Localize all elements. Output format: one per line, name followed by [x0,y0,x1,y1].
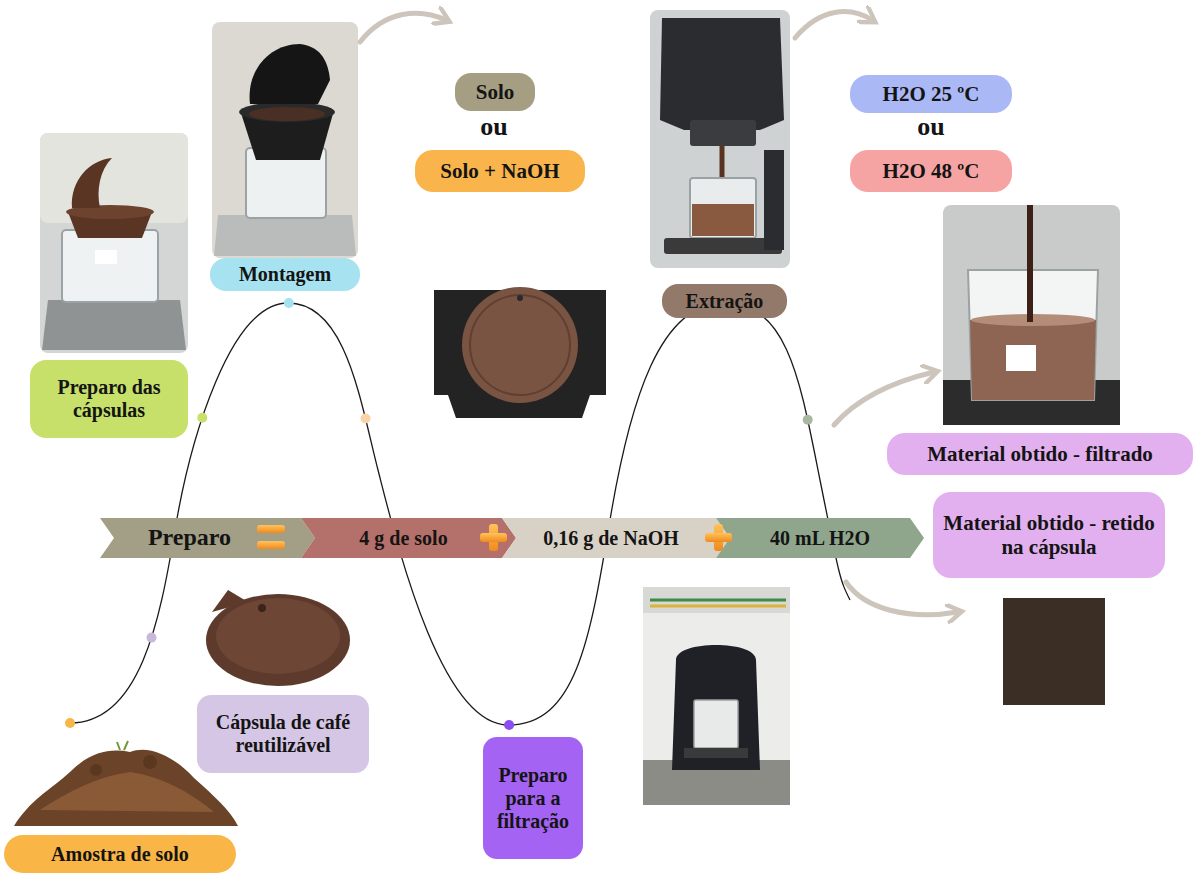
band-chevron: Preparo [100,518,315,558]
chevron-fill [100,518,315,558]
photo-filtrate-beaker [943,205,1120,425]
step-pill: Extração [662,284,787,318]
option-pill: H2O 48 ºC [850,150,1012,192]
result-pill: Material obtido - retido na cápsula [933,492,1165,578]
node-text: 40 mL H2O [770,527,870,550]
retained-material-photo [1003,598,1105,705]
node-text: Preparo [148,524,231,552]
band-chevron: 4 g de solo [301,518,516,558]
capsule-holder [434,287,606,418]
photo-coffee-machine [650,10,790,268]
band-chevron: 40 mL H2O [716,518,924,558]
curved-arrow [834,372,934,425]
timeline-dot [197,413,207,423]
node-text: H2O 48 ºC [883,159,980,183]
photo-capsule-scale [40,133,188,353]
curved-arrow [846,582,958,615]
timeline-dot [147,633,157,643]
photo-coffee-machine-small [643,587,790,805]
step-box: Preparo para a filtração [483,737,583,859]
timeline-dot [65,718,75,728]
timeline-dot [504,720,514,730]
step-box: Cápsula de café reutilizável [197,695,369,773]
start-pill: Amostra de solo [4,835,236,873]
connector-word: ou [917,112,944,142]
capsule-lid [206,590,350,686]
timeline-dot [803,415,813,425]
node-text: Amostra de solo [51,843,189,866]
chevron-fill [716,518,924,558]
option-pill: Solo + NaOH [415,150,585,192]
node-text: 0,16 g de NaOH [543,527,679,550]
chevron-fill [301,518,516,558]
result-pill: Material obtido - filtrado [887,433,1193,475]
node-text: 4 g de solo [359,527,447,550]
node-text: Extração [686,290,764,313]
node-text: Cápsula de café reutilizável [205,711,361,757]
node-text: H2O 25 ºC [883,82,980,106]
timeline-dot [284,298,294,308]
plus-icon [705,524,732,551]
curved-arrow [795,12,872,38]
node-text: Material obtido - retido na cápsula [941,511,1157,559]
step-box: Preparo das cápsulas [30,360,188,438]
curved-arrow [360,13,446,42]
node-text: Solo + NaOH [440,159,559,183]
option-pill: Solo [455,73,535,111]
timeline-wave [70,303,850,725]
connector-word: ou [480,112,507,142]
node-text: Preparo das cápsulas [38,376,180,422]
step-pill: Montagem [210,258,360,291]
plus-icon [480,524,507,551]
node-text: Solo [476,80,515,104]
node-text: Material obtido - filtrado [927,442,1153,466]
timeline-dot [361,414,371,424]
node-text: Montagem [239,263,331,286]
node-text: Preparo para a filtração [491,764,575,833]
option-pill: H2O 25 ºC [850,75,1012,113]
equals-icon [257,525,285,549]
chevron-fill [502,518,730,558]
band-chevron: 0,16 g de NaOH [502,518,730,558]
photo-assembly [212,22,358,258]
